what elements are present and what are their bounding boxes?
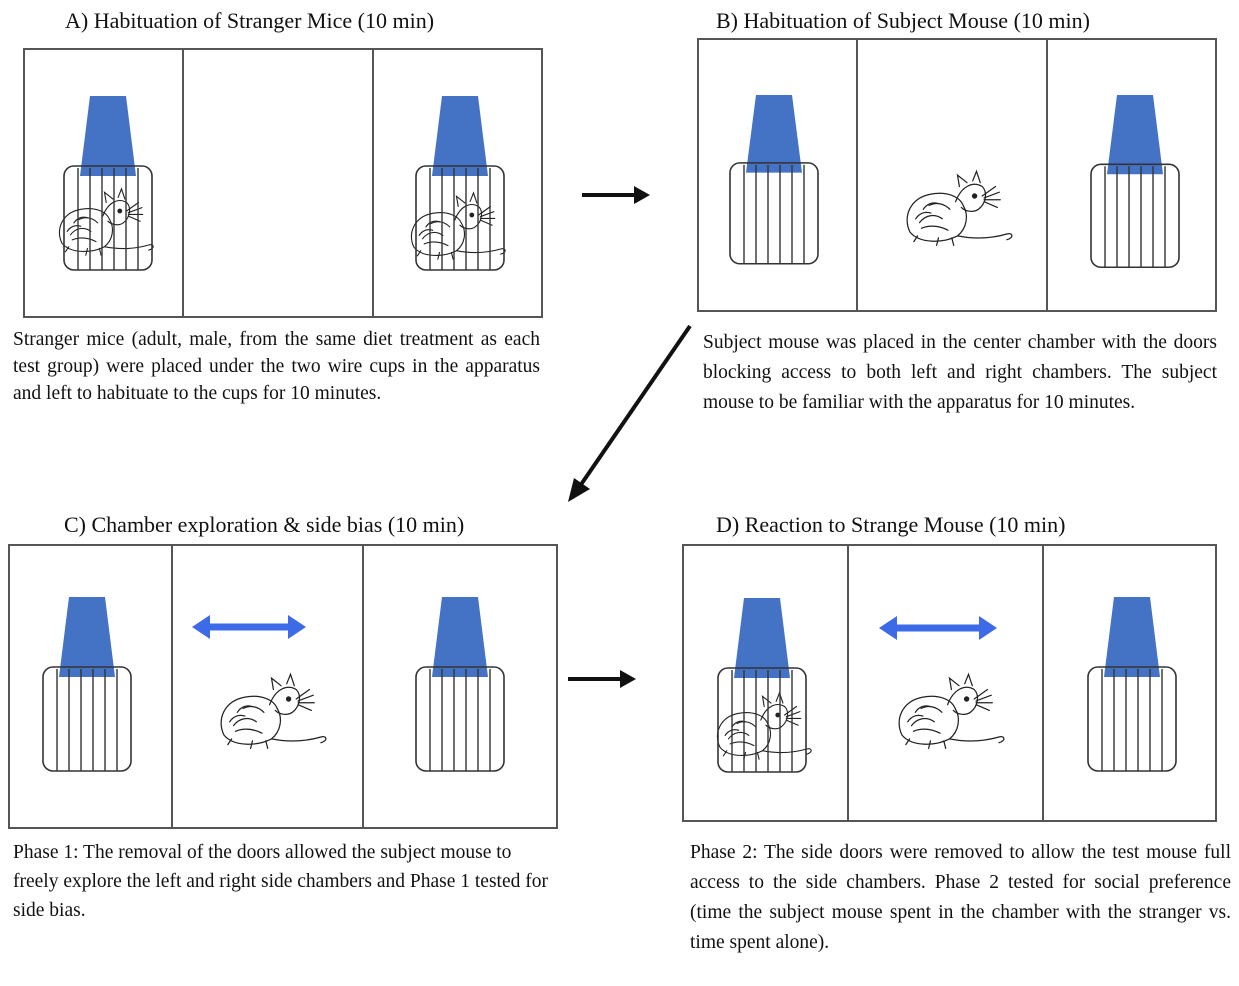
panel-d-apparatus — [682, 544, 1217, 822]
panel-a-caption: Stranger mice (adult, male, from the sam… — [13, 329, 540, 404]
panel-b-caption: Subject mouse was placed in the center c… — [703, 332, 1217, 413]
wire-cup-icon — [1087, 596, 1177, 772]
panel-a-apparatus — [23, 48, 543, 318]
wire-cup-icon — [410, 95, 506, 271]
panel-c-title: C) Chamber exploration & side bias (10 m… — [64, 512, 465, 537]
right-arrow-icon — [582, 186, 650, 204]
panel-b-title: B) Habituation of Subject Mouse (10 min) — [716, 8, 1090, 33]
panel-b-apparatus — [697, 38, 1217, 312]
wire-cup-icon — [1090, 94, 1180, 269]
wire-cup-icon — [415, 596, 505, 772]
double-arrow-icon — [192, 615, 306, 639]
panel-c-apparatus — [8, 544, 558, 829]
wire-cup-icon — [716, 597, 812, 773]
panel-c-caption: Phase 1: The removal of the doors allowe… — [13, 842, 548, 921]
panel-d-title: D) Reaction to Strange Mouse (10 min) — [716, 512, 1066, 537]
diagonal-arrow-icon — [568, 324, 692, 502]
mouse-icon — [898, 673, 1005, 750]
wire-cup-icon — [729, 94, 819, 265]
panel-d-caption: Phase 2: The side doors were removed to … — [690, 842, 1231, 953]
mouse-icon — [220, 673, 327, 750]
double-arrow-icon — [879, 616, 997, 640]
wire-cup-icon — [58, 95, 154, 271]
wire-cup-icon — [42, 596, 132, 772]
right-arrow-icon — [568, 670, 636, 688]
mouse-icon — [906, 170, 1013, 247]
panel-a-title: A) Habituation of Stranger Mice (10 min) — [65, 8, 435, 33]
